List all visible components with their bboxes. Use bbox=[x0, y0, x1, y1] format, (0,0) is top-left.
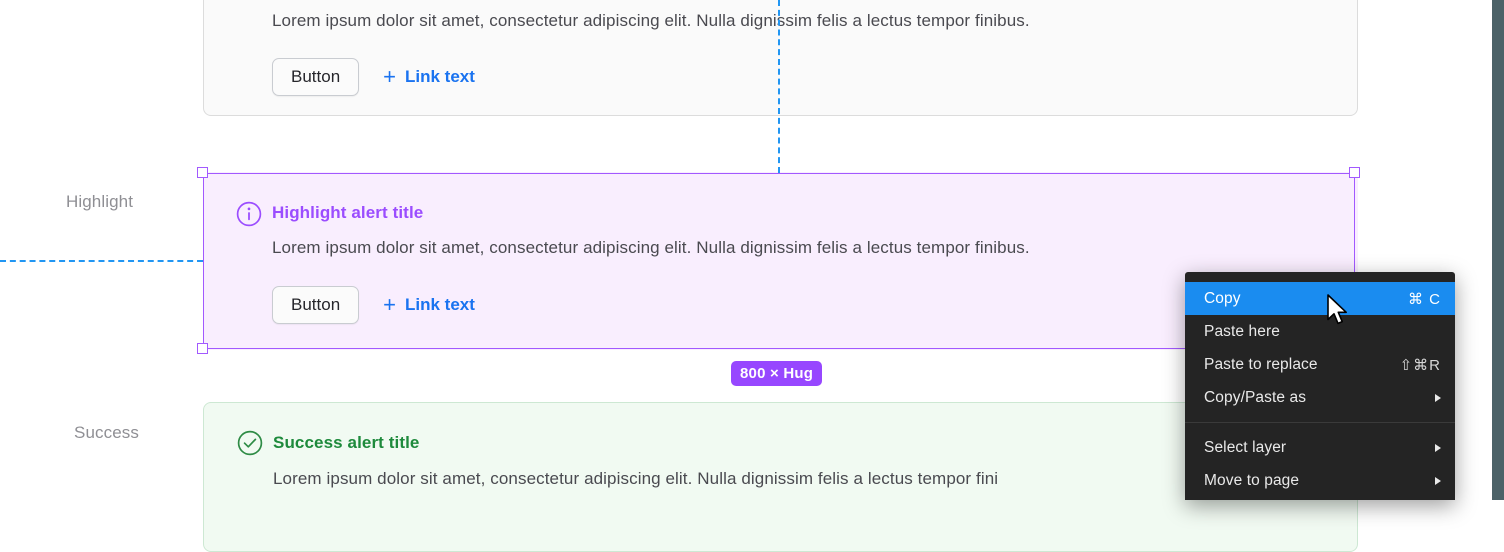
context-menu-item-paste-here[interactable]: Paste here bbox=[1185, 315, 1455, 348]
resize-handle-top-left[interactable] bbox=[197, 167, 208, 178]
context-menu-item-copy-paste-as[interactable]: Copy/Paste as bbox=[1185, 381, 1455, 414]
context-menu-item-label: Paste here bbox=[1204, 322, 1280, 340]
context-menu[interactable]: Copy ⌘ C Paste here Paste to replace ⇧⌘R… bbox=[1185, 272, 1455, 500]
submenu-arrow-icon bbox=[1435, 476, 1441, 485]
resize-handle-bottom-left[interactable] bbox=[197, 343, 208, 354]
context-menu-item-copy[interactable]: Copy ⌘ C bbox=[1185, 282, 1455, 315]
alert-button-neutral[interactable]: Button bbox=[272, 58, 360, 96]
context-menu-item-move-to-page[interactable]: Move to page bbox=[1185, 464, 1455, 497]
alert-body-neutral: Lorem ipsum dolor sit amet, consectetur … bbox=[272, 11, 1030, 30]
smart-guide-vertical bbox=[778, 0, 780, 173]
submenu-arrow-icon bbox=[1435, 393, 1441, 402]
info-circle-icon bbox=[236, 201, 262, 227]
alert-link-highlight[interactable]: + Link text bbox=[383, 294, 475, 316]
alert-card-neutral[interactable]: Lorem ipsum dolor sit amet, consectetur … bbox=[203, 0, 1358, 116]
selection-size-badge: 800 × Hug bbox=[731, 361, 823, 386]
alert-link-label-neutral: Link text bbox=[405, 67, 475, 86]
resize-handle-top-right[interactable] bbox=[1349, 167, 1360, 178]
context-menu-item-label: Copy/Paste as bbox=[1204, 388, 1307, 406]
context-menu-item-label: Move to page bbox=[1204, 471, 1300, 489]
app-chrome-right-band bbox=[1492, 0, 1504, 500]
row-label-success: Success bbox=[74, 423, 139, 442]
alert-title-highlight: Highlight alert title bbox=[272, 203, 424, 222]
context-menu-item-shortcut: ⇧⌘R bbox=[1399, 356, 1441, 374]
alert-link-label-highlight: Link text bbox=[405, 295, 475, 314]
context-menu-item-select-layer[interactable]: Select layer bbox=[1185, 431, 1455, 464]
alert-card-highlight[interactable]: Highlight alert title Lorem ipsum dolor … bbox=[203, 172, 1358, 350]
context-menu-item-label: Copy bbox=[1204, 289, 1241, 307]
plus-icon: + bbox=[383, 64, 397, 89]
context-menu-item-shortcut: ⌘ C bbox=[1408, 290, 1441, 308]
alert-body-success: Lorem ipsum dolor sit amet, consectetur … bbox=[273, 469, 999, 488]
context-menu-separator bbox=[1185, 422, 1455, 423]
smart-guide-horizontal bbox=[0, 260, 203, 262]
context-menu-item-label: Select layer bbox=[1204, 438, 1287, 456]
check-circle-icon bbox=[237, 430, 263, 456]
alert-link-neutral[interactable]: + Link text bbox=[383, 66, 475, 88]
submenu-arrow-icon bbox=[1435, 443, 1441, 452]
alert-actions-neutral: Button + Link text bbox=[272, 58, 475, 96]
plus-icon: + bbox=[383, 292, 397, 317]
arrow-pointer-cursor bbox=[1326, 294, 1352, 328]
context-menu-item-paste-to-replace[interactable]: Paste to replace ⇧⌘R bbox=[1185, 348, 1455, 381]
alert-button-highlight[interactable]: Button bbox=[272, 286, 360, 324]
alert-title-success: Success alert title bbox=[273, 433, 420, 452]
alert-body-highlight: Lorem ipsum dolor sit amet, consectetur … bbox=[272, 238, 1030, 257]
row-label-highlight: Highlight bbox=[66, 192, 134, 211]
alert-actions-highlight: Button + Link text bbox=[272, 286, 475, 324]
context-menu-item-label: Paste to replace bbox=[1204, 355, 1318, 373]
